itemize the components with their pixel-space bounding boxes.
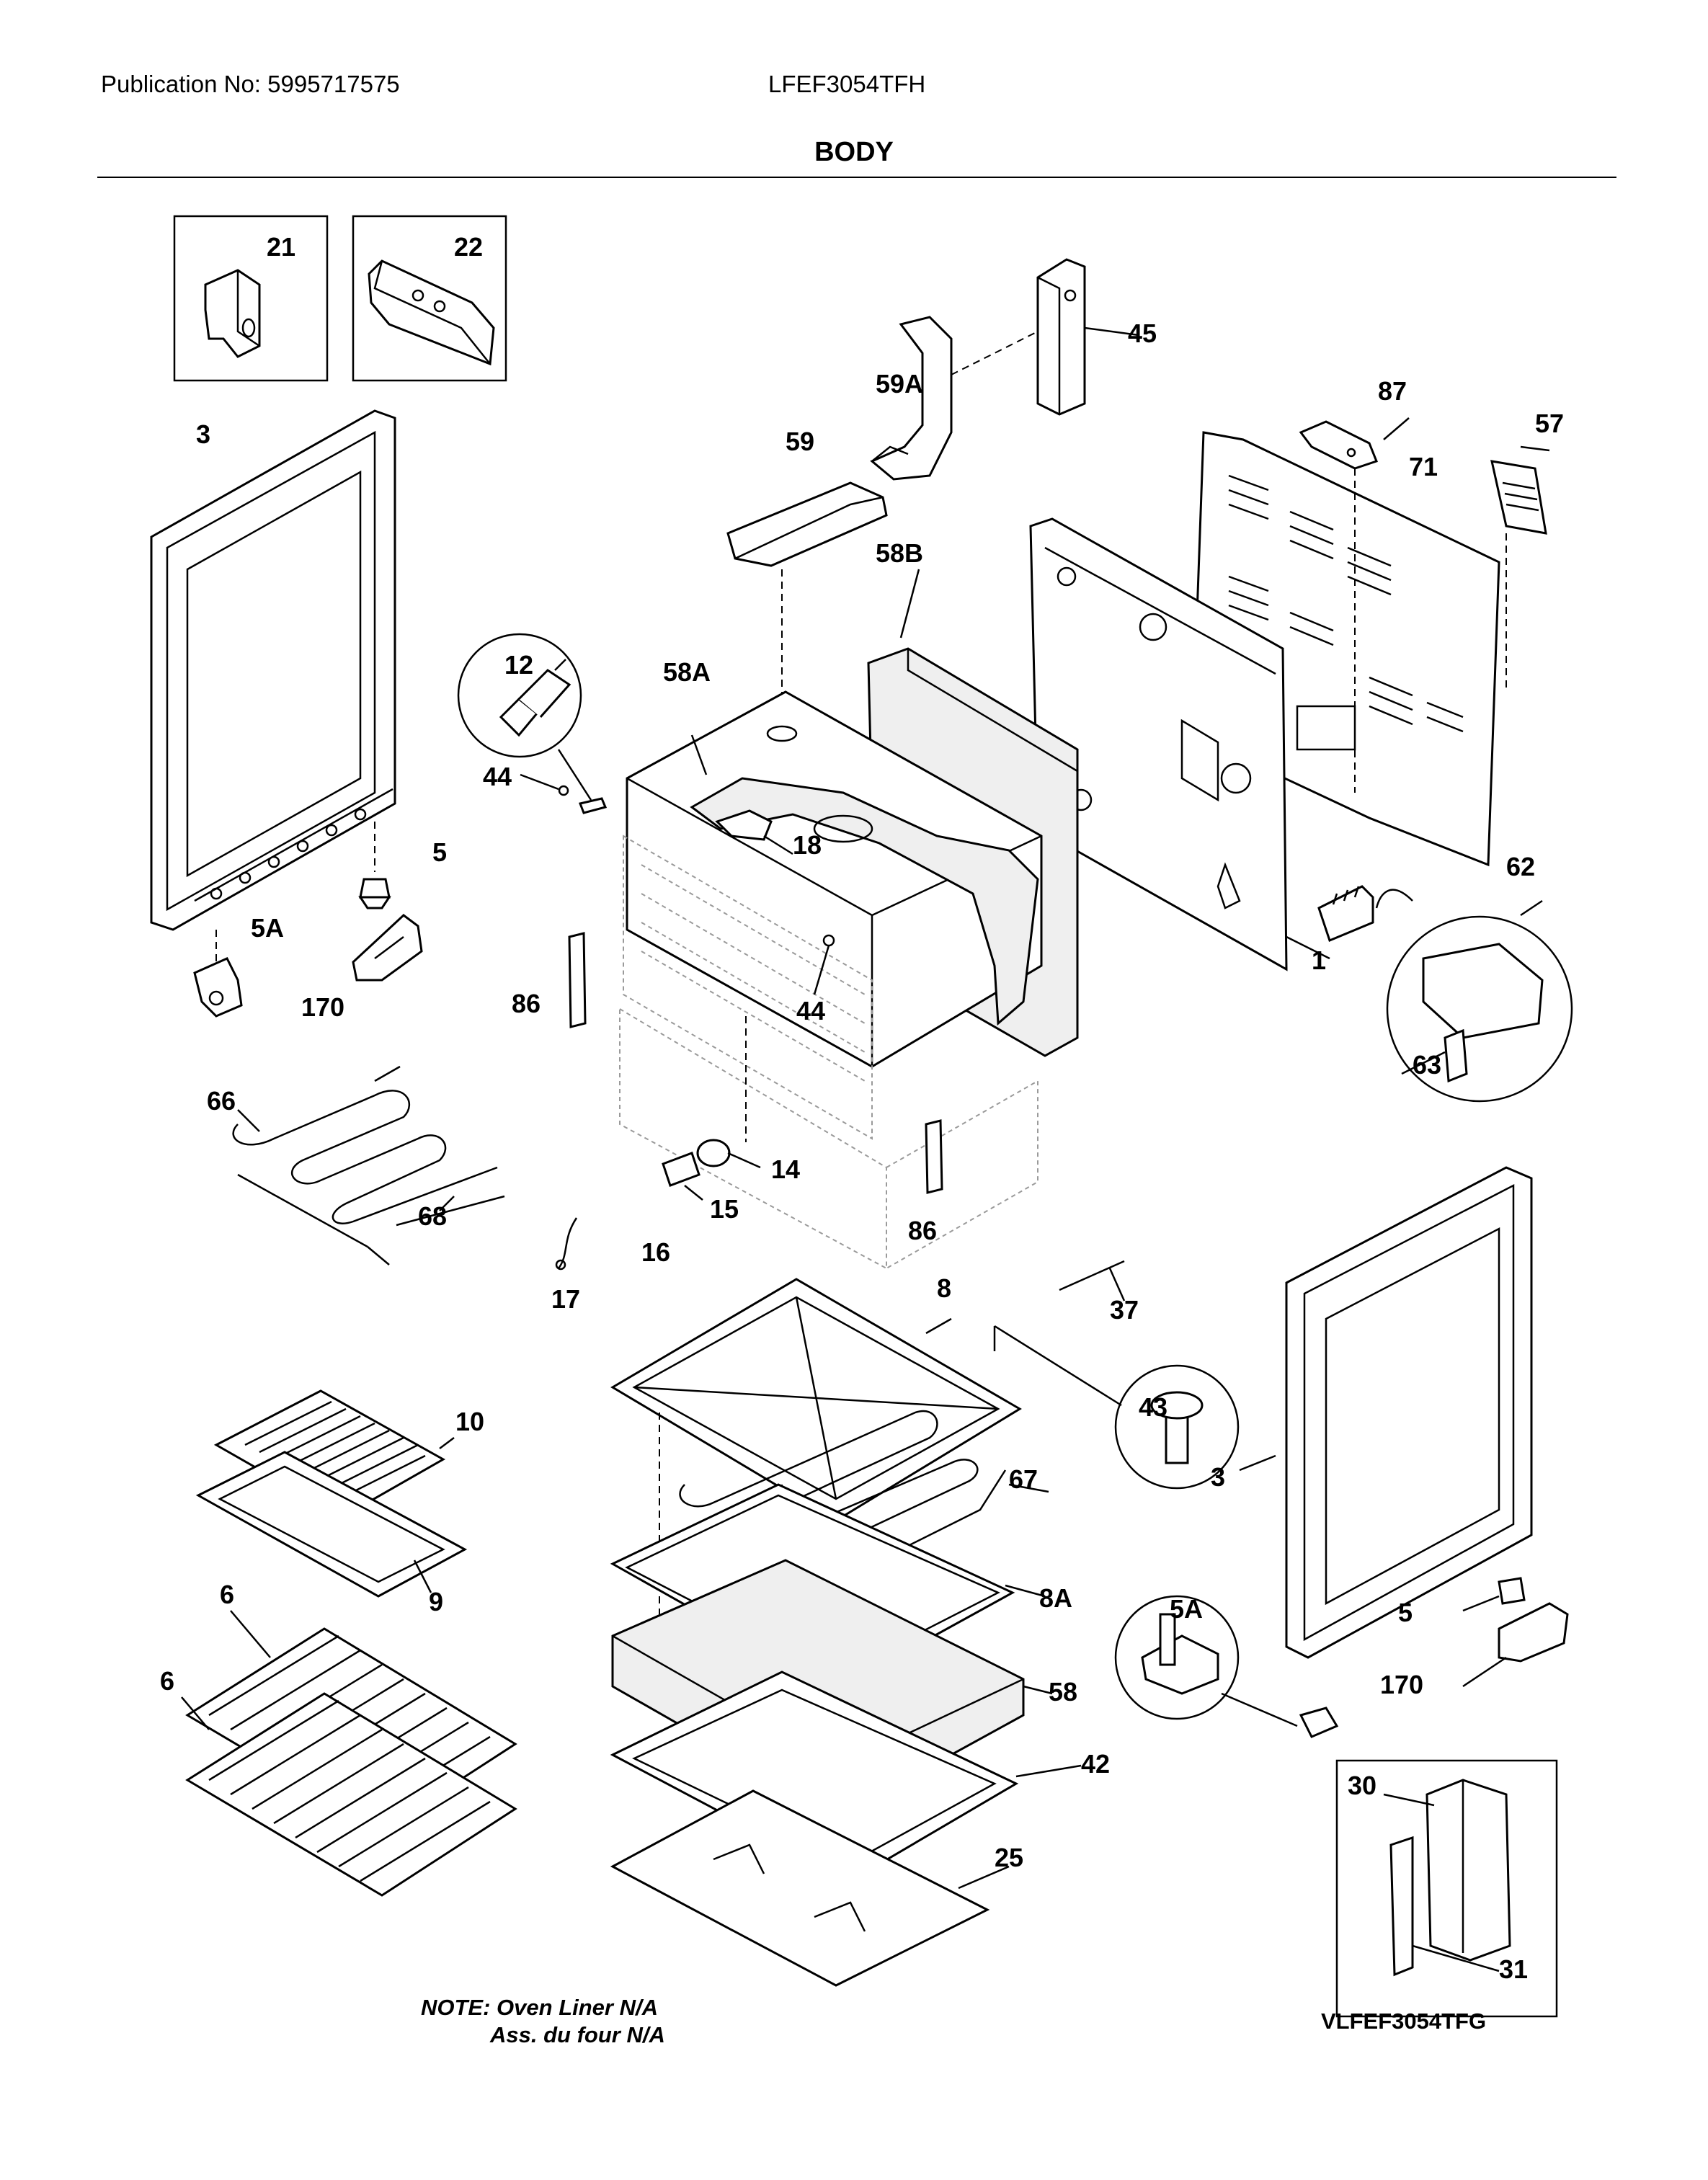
header-rule: [97, 177, 1616, 178]
label-170-right: 170: [1380, 1670, 1423, 1699]
label-86-left: 86: [512, 989, 541, 1018]
label-42: 42: [1081, 1749, 1110, 1779]
terminal-block-inset[interactable]: [1386, 915, 1573, 1103]
label-62: 62: [1506, 852, 1535, 881]
oven-racks-ghost: [619, 835, 1038, 1270]
bottom-cover-25[interactable]: [610, 1789, 990, 1987]
leg-bracket-5A-right[interactable]: [1299, 1707, 1339, 1738]
label-15: 15: [710, 1194, 739, 1224]
bracket-18[interactable]: [715, 809, 773, 841]
hinge-86-right[interactable]: [925, 1119, 943, 1194]
screw-43-inset[interactable]: [1114, 1364, 1240, 1490]
vent-cover-57[interactable]: [1490, 460, 1547, 535]
publication-number: Publication No: 5995717575: [101, 71, 400, 97]
label-43: 43: [1139, 1392, 1167, 1422]
label-5A-right: 5A: [1170, 1594, 1203, 1624]
label-3-right: 3: [1211, 1462, 1225, 1492]
label-63: 63: [1413, 1050, 1441, 1080]
oven-rack-6-bottom[interactable]: [185, 1692, 517, 1897]
label-1: 1: [1312, 946, 1326, 975]
label-31: 31: [1499, 1954, 1528, 1984]
label-58B: 58B: [876, 538, 923, 568]
label-6-top: 6: [220, 1580, 234, 1609]
side-panel-right[interactable]: [1285, 1166, 1533, 1659]
label-25: 25: [995, 1843, 1023, 1872]
lamp-bulb-15[interactable]: [662, 1152, 700, 1187]
note-oven-liner: NOTE: Oven Liner N/A: [421, 1995, 658, 2020]
broiler-pan-9[interactable]: [195, 1451, 468, 1598]
leg-bracket-5A-inset[interactable]: [1114, 1595, 1240, 1720]
inset-part-22[interactable]: [352, 215, 507, 382]
label-17: 17: [551, 1284, 580, 1314]
label-86-right: 86: [908, 1216, 937, 1245]
label-16: 16: [641, 1237, 670, 1267]
label-5A-left: 5A: [251, 913, 284, 943]
support-wire-68[interactable]: [237, 1173, 505, 1265]
inset-part-30-31[interactable]: [1335, 1759, 1558, 2018]
leg-bracket-left[interactable]: [193, 957, 243, 1018]
label-30: 30: [1348, 1771, 1376, 1800]
note-oven-liner-fr: Ass. du four N/A: [490, 2022, 665, 2047]
label-5-left: 5: [432, 837, 447, 867]
label-68: 68: [418, 1201, 447, 1231]
wire-17[interactable]: [555, 1217, 578, 1271]
lamp-socket-14[interactable]: [696, 1139, 731, 1167]
label-8A: 8A: [1039, 1583, 1072, 1613]
label-22: 22: [454, 232, 483, 262]
bake-element-66[interactable]: [232, 1065, 498, 1224]
inset-part-12[interactable]: [457, 633, 582, 758]
section-title: BODY: [814, 137, 894, 167]
oven-bottom-8[interactable]: [610, 1278, 1022, 1522]
side-panel-left[interactable]: [150, 409, 396, 931]
label-3-left: 3: [196, 419, 210, 449]
label-59: 59: [786, 427, 814, 456]
leveling-leg-right[interactable]: [1498, 1577, 1526, 1605]
label-58: 58: [1049, 1677, 1077, 1707]
label-67: 67: [1009, 1464, 1038, 1494]
label-12: 12: [504, 650, 533, 680]
duct-59[interactable]: [726, 481, 888, 567]
label-9: 9: [429, 1587, 443, 1616]
label-170-left: 170: [301, 992, 344, 1022]
label-37: 37: [1110, 1295, 1139, 1325]
label-10: 10: [455, 1407, 484, 1436]
label-14: 14: [771, 1154, 800, 1184]
label-5-right: 5: [1398, 1598, 1413, 1627]
model-number: LFEF3054TFH: [768, 71, 926, 97]
label-87: 87: [1378, 376, 1407, 406]
wire-37[interactable]: [1059, 1260, 1125, 1291]
label-8: 8: [937, 1273, 951, 1303]
label-6-bottom: 6: [160, 1666, 174, 1696]
screw-44-left[interactable]: [578, 797, 608, 814]
terminal-block-62[interactable]: [1317, 885, 1374, 943]
label-18: 18: [793, 830, 822, 860]
cover-87[interactable]: [1299, 420, 1378, 470]
anti-tip-bracket-left[interactable]: [352, 914, 423, 982]
oven-cavity-58A[interactable]: [626, 690, 1043, 1068]
duct-59A[interactable]: [870, 316, 953, 481]
label-71: 71: [1409, 452, 1438, 481]
vent-duct-45[interactable]: [1036, 258, 1086, 416]
label-21: 21: [267, 232, 295, 262]
label-44-right: 44: [796, 996, 825, 1026]
hinge-86-left[interactable]: [568, 932, 587, 1028]
drawing-id: VLFEF3054TFG: [1321, 2008, 1487, 2034]
label-45: 45: [1128, 319, 1157, 348]
label-59A: 59A: [876, 369, 923, 399]
label-58A: 58A: [663, 657, 711, 687]
leveling-leg-left[interactable]: [358, 878, 391, 909]
label-57: 57: [1535, 409, 1564, 438]
anti-tip-bracket-right[interactable]: [1498, 1602, 1569, 1663]
label-44-left: 44: [483, 762, 512, 791]
inset-part-21[interactable]: [173, 215, 329, 382]
label-66: 66: [207, 1086, 236, 1116]
